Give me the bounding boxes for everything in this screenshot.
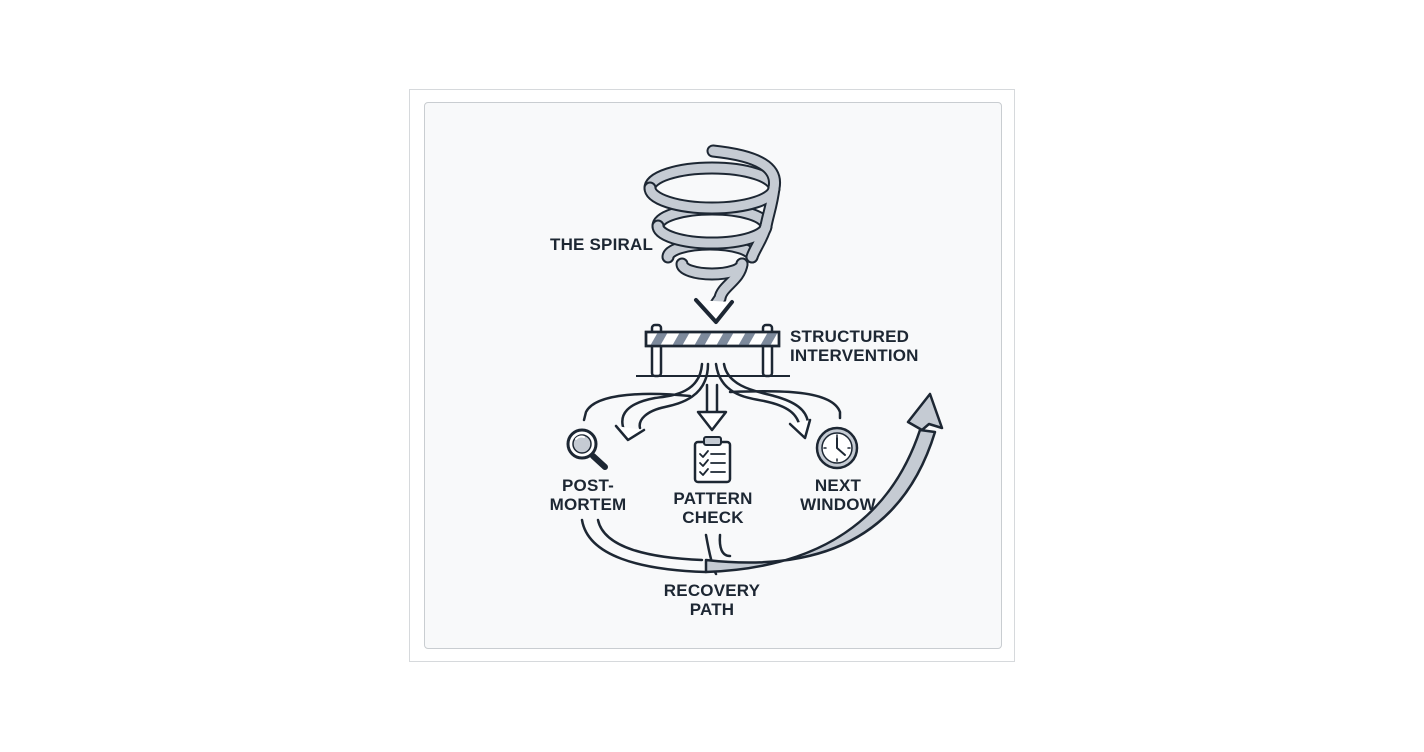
recovery-path-label: RECOVERY PATH <box>656 581 768 619</box>
clipboard-checklist-icon <box>693 436 732 484</box>
intervention-label-line-1: STRUCTURED <box>790 327 910 346</box>
post-mortem-label-line-2: MORTEM <box>549 495 627 514</box>
spiral-icon <box>643 144 782 324</box>
branch-arrows <box>582 362 842 442</box>
recovery-path-label-line-1: RECOVERY <box>663 581 761 600</box>
next-window-label-line-2: WINDOW <box>800 495 876 514</box>
spiral-label: THE SPIRAL <box>550 235 654 254</box>
next-window-label-line-1: NEXT <box>814 476 862 495</box>
post-mortem-label-line-1: POST- <box>561 476 614 495</box>
post-mortem-label: POST- MORTEM <box>546 476 630 514</box>
clock-icon <box>815 426 859 470</box>
pattern-check-label: PATTERN CHECK <box>667 489 759 527</box>
intervention-label: STRUCTURED INTERVENTION <box>790 327 919 365</box>
magnifier-icon <box>566 428 608 470</box>
recovery-path-label-line-2: PATH <box>689 600 735 619</box>
pattern-check-label-line-1: PATTERN <box>673 489 753 508</box>
barrier-icon <box>636 323 790 378</box>
recovery-arrow <box>704 392 944 574</box>
intervention-label-line-2: INTERVENTION <box>790 346 919 365</box>
pattern-check-label-line-2: CHECK <box>682 508 744 527</box>
next-window-label: NEXT WINDOW <box>794 476 882 514</box>
